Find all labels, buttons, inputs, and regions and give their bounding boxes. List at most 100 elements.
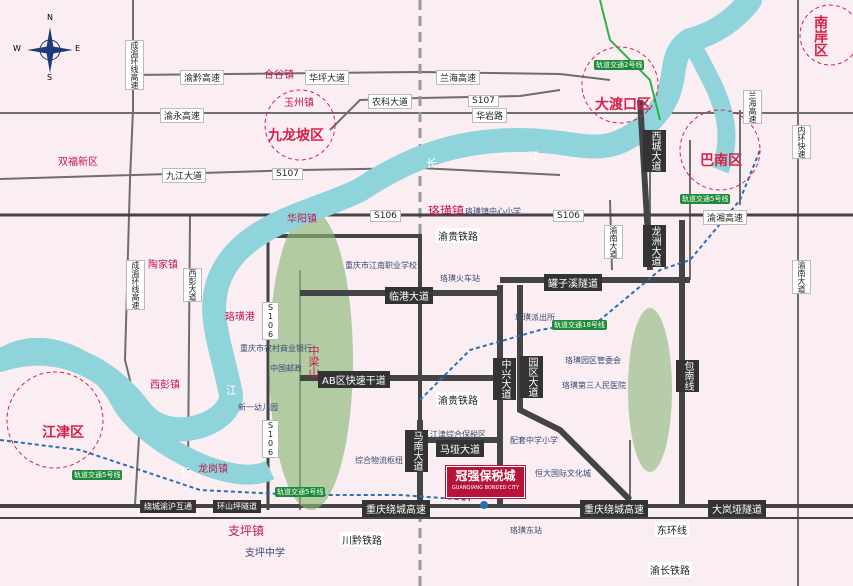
district-banan: 巴南区 [700,153,742,169]
river-branch [0,337,275,485]
road-jiangxia: 九江大道 [162,168,207,183]
place-hecheng: 合谷镇 [264,70,294,81]
poi-park: 珞璜园区管委会 [565,356,621,365]
project-location-dot [480,501,488,509]
road-cqhighway: 渝黔高速 [180,70,225,85]
poi-station: 珞璜火车站 [440,274,480,283]
road-s107b: S107 [468,95,499,107]
road-yunan: 渝南大道 [604,225,623,259]
poi-middle: 配套中学小学 [510,436,558,445]
road-dalan: 大岚垭隧道 [708,500,766,517]
poi-hospital: 珞璜第三人民医院 [562,381,626,390]
yunwu-mountain-area [628,308,672,472]
poi-east: 珞璜东站 [510,526,542,535]
river-char-3: 江 [226,384,237,397]
subway-label-5: 轨道交通5号线 [680,194,731,204]
subway-line-18 [419,149,761,401]
major-roads [300,99,690,505]
river-banan [681,35,736,174]
district-jiangjin: 江津区 [42,425,84,441]
rail-yuchang: 渝长铁路 [648,562,692,577]
district-dadukou: 大渡口区 [595,97,651,113]
road-lingang: 临港大道 [385,287,433,304]
road-huayu: 华岩路 [472,108,508,123]
poi-school: 珞璜镇中心小学 [465,207,521,216]
subway-label-jj: 轨道交通5号线 [72,470,123,480]
river-char-1: 长 [426,157,437,170]
road-zhongxing: 中兴大道 [493,358,516,400]
road-yuanqu: 园区大道 [520,356,543,398]
district-rings [6,4,853,469]
road-s106: S106 [370,210,401,222]
compass-s: S [47,73,53,82]
road-nongke: 农科大道 [368,94,413,109]
road-s106-vertical: S106 [262,302,279,340]
district-nanan: 南岸区 [812,15,828,57]
road-ab: AB区快速干道 [318,371,390,388]
road-lanhai: 兰海高速 [436,70,481,85]
subway-label-2: 轨道交通2号线 [594,60,645,70]
road-longzhou: 龙洲大道 [643,225,666,267]
poi-culture: 恒大国际文化城 [535,469,591,478]
poi-mall: 综合物流枢纽 [355,456,403,465]
road-xipeng: 西彭大道 [183,268,202,302]
road-lanhai2: 兰海高速 [743,90,762,124]
zhongliang-mountain-area [269,210,353,510]
poi-xinyuan: 江津综合保税区 [430,430,486,439]
road-huaping: 华坪大道 [305,70,350,85]
road-yongxing: 渝永高速 [160,108,205,123]
compass-icon [27,27,73,73]
road-manan: 马南大道 [405,430,428,472]
road-raocheng: 绕城渝沪互通 [140,500,196,513]
road-yuwan: 渝湘高速 [703,210,748,225]
road-chengdu: 成渝环线高速 [126,260,145,310]
rail-donghuan: 东环线 [655,522,689,537]
poi-bank: 重庆市农村商业银行 [240,344,312,353]
road-s107: S107 [272,168,303,180]
road-s106b: S106 [553,210,584,222]
place-shuangfu: 双福新区 [58,157,98,168]
poi-zhiping-mid: 支坪中学 [245,548,285,559]
project-title: 冠强保税城 [455,469,516,483]
road-ring: 重庆绕城高速 [362,500,430,517]
road-mayan: 马垭大道 [436,440,484,457]
compass-e: E [75,44,81,53]
place-luhuang: 珞璜镇 [428,204,465,218]
place-longang: 龙岗镇 [198,464,228,475]
place-huayang: 华阳镇 [287,214,317,225]
road-s106-vertical-b: S106 [262,420,279,458]
compass-rose: N S E W [13,13,80,82]
rail-yugui: 渝贵铁路 [436,228,480,243]
river-char-4: 长 [180,466,191,479]
compass-w: W [13,44,21,53]
subway-label-18: 轨道交通18号线 [552,320,607,330]
place-zhongliang: 中梁山 [307,345,320,378]
poi-police: 珞璜派出所 [515,313,555,322]
road-yinan: 渝南大道 [792,260,811,294]
place-yuzhou: 玉州镇 [284,98,314,109]
place-taojia: 陶家镇 [148,260,178,271]
road-chengyu: 成渝环线高速 [125,40,144,90]
compass-n: N [47,13,53,22]
project-guanqiang-bonded-city[interactable]: 冠强保税城 GUANQIANG BONDED CITY [446,466,525,498]
subway-line-5 [0,439,471,501]
rail-chuanqian: 川黔铁路 [340,532,384,547]
poi-post: 中国邮政 [270,364,302,373]
poi-kinder: 新一幼儿园 [238,403,278,412]
place-xipeng: 西彭镇 [150,380,180,391]
place-luhuang-port: 珞璜港 [225,312,255,323]
place-zhiping: 支坪镇 [228,524,265,538]
district-jiulongpo: 九龙坡区 [268,128,324,144]
river-char-2: 江 [528,150,539,163]
yangtze-river [0,0,762,442]
road-baonan: 包南线 [676,360,699,392]
poi-vocational: 重庆市江南职业学校 [345,261,417,270]
road-neihuan: 内环快速 [792,125,811,159]
subway-label-jt: 轨道交通5号线 [275,487,326,497]
rail-yugui2: 渝贵铁路 [436,392,480,407]
road-ring2: 重庆绕城高速 [580,500,648,517]
road-guanzi: 罐子溪隧道 [544,274,602,291]
road-xicheng: 西城大道 [643,130,666,172]
project-subtitle: GUANQIANG BONDED CITY [451,485,520,491]
